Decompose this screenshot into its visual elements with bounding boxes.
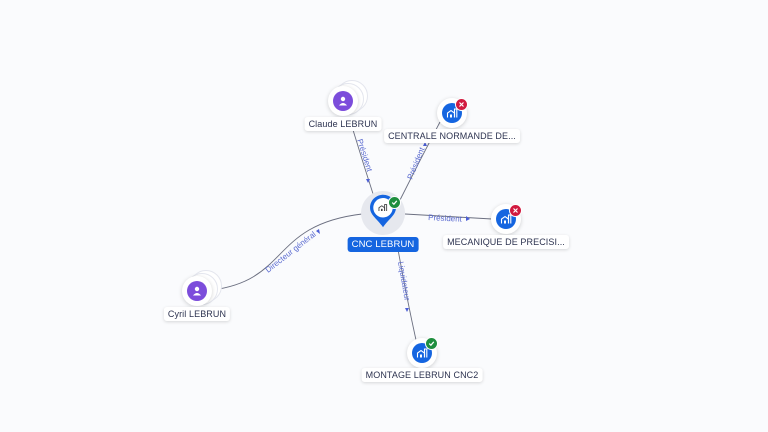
active-status-badge [388,196,401,209]
edge-center-mecanique [404,213,493,220]
building-icon [446,108,458,118]
check-icon [428,341,435,347]
building-icon [416,348,428,358]
arrow-icon [423,142,427,146]
arrow-icon [366,179,370,183]
building-icon [500,214,512,224]
edge-label-mecanique-president: Président [428,213,463,224]
node-label[interactable]: Claude LEBRUN [304,117,382,131]
edge-cyril-center [211,213,363,291]
close-icon [513,208,518,213]
edge-label-cyril-directeur: Directeur général [264,230,318,275]
node-circle[interactable] [182,276,212,306]
arrow-icon [466,216,470,221]
closed-status-badge [509,204,522,217]
node-circle[interactable] [328,86,358,116]
person-icon [339,96,347,106]
closed-status-badge [455,98,468,111]
center-node-label[interactable]: CNC LEBRUN [347,237,419,252]
edge-label-claude-president: Président [355,138,374,174]
arrow-icon [316,229,320,234]
node-label[interactable]: MONTAGE LEBRUN CNC2 [361,368,483,382]
building-icon [378,204,388,211]
arrow-icon [405,308,409,312]
person-icon [193,286,201,296]
check-icon [391,200,398,206]
edge-label-centrale-president: Président [406,145,427,180]
node-label[interactable]: MECANIQUE DE PRECISI... [443,235,569,249]
node-label[interactable]: CENTRALE NORMANDE DE... [384,129,520,143]
edge-label-montage-liquidateur: Liquidateur [396,261,412,302]
active-status-badge [425,337,438,350]
close-icon [459,102,464,107]
node-label[interactable]: Cyril LEBRUN [163,307,231,321]
map-pin-marker[interactable] [366,194,400,228]
